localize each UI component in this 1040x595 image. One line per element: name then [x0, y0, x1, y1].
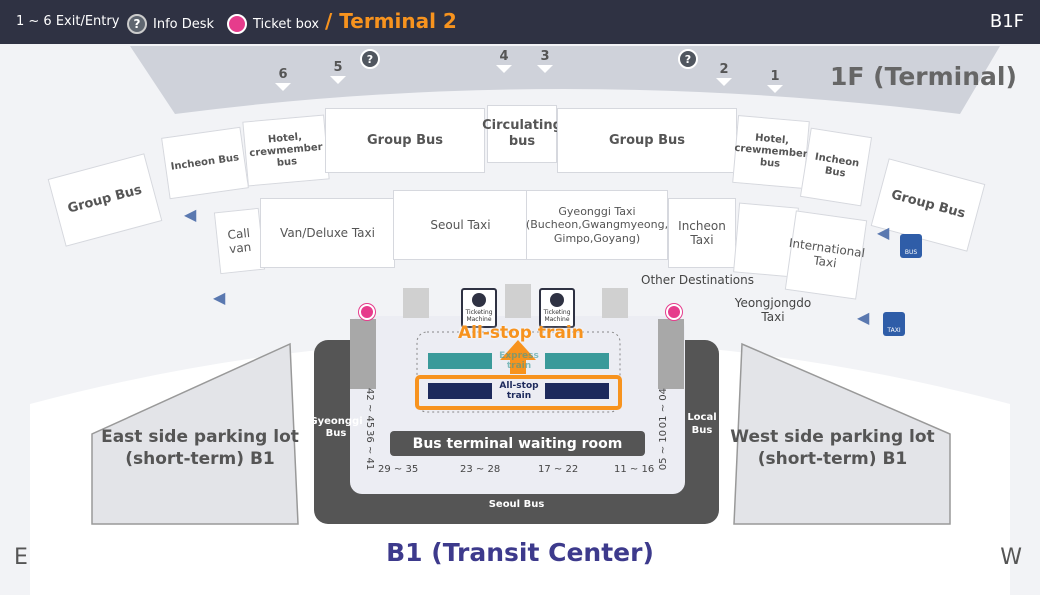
exit-1: 1 — [765, 69, 785, 93]
other-destinations-label: Other Destinations — [641, 273, 754, 287]
exit-4: 4 — [494, 49, 514, 73]
zone-circulating-bus: Circulating bus — [482, 105, 562, 163]
arrow-left-icon: ◀ — [213, 288, 226, 307]
all-stop-train-highlight: All-stop train — [458, 323, 584, 343]
terminal-title: / Terminal 2 — [325, 9, 457, 33]
first-floor-title: 1F (Terminal) — [830, 62, 1017, 91]
seoul-bus-label: Seoul Bus — [488, 499, 545, 510]
zone-international-taxi: International Taxi — [784, 210, 868, 300]
exit-3: 3 — [535, 49, 555, 73]
exit-5: 5 — [328, 60, 348, 84]
west-parking-lot: West side parking lot (short-term) B1 — [730, 427, 935, 470]
gate-17-22: 17 ~ 22 — [538, 464, 579, 475]
zone-group-bus: Group Bus — [557, 108, 737, 173]
info-desk-icon: ? — [127, 14, 147, 34]
gate-36-41: 36 ~ 41 — [364, 430, 375, 471]
express-train-label: Express train — [499, 351, 539, 371]
map-background — [30, 46, 1010, 595]
gate-11-16: 11 ~ 16 — [614, 464, 655, 475]
gate-05-10: 05 ~ 10 — [658, 430, 669, 471]
local-bus-label: Local Bus — [687, 412, 717, 436]
taxi-icon: TAXI — [883, 312, 905, 336]
ticket-box-icon — [666, 304, 682, 320]
zone-group-bus: Group Bus — [325, 108, 485, 173]
compass-west: W — [1000, 545, 1022, 570]
info-desk-icon: ? — [678, 49, 698, 69]
zone-hotel-bus: Hotel, crewmember bus — [732, 114, 810, 190]
legend-ticket: Ticket box — [253, 16, 320, 32]
gate-01-04: 01 ~ 04 — [658, 388, 669, 429]
arrow-icon: ◀ — [857, 308, 870, 327]
b1-title: B1 (Transit Center) — [386, 538, 654, 567]
zone-hotel-bus: Hotel, crewmember bus — [242, 114, 330, 187]
yeongjongdo-taxi-label: Yeongjongdo Taxi — [734, 296, 812, 325]
info-desk-icon: ? — [360, 49, 380, 69]
ticketing-machine: Ticketing Machine — [539, 288, 575, 328]
legend-exit: 1 ~ 6 Exit/Entry — [16, 14, 120, 29]
bus-icon: BUS — [900, 234, 922, 258]
exit-6: 6 — [273, 67, 293, 91]
legend-info: Info Desk — [153, 16, 215, 32]
exit-2: 2 — [714, 62, 734, 86]
zone-call-van: Call van — [213, 207, 266, 275]
zone-incheon-taxi: Incheon Taxi — [668, 198, 736, 268]
header-bar: 1 ~ 6 Exit/Entry ? Info Desk Ticket box /… — [0, 0, 1040, 44]
ticket-box-icon — [359, 304, 375, 320]
gate-23-28: 23 ~ 28 — [460, 464, 501, 475]
zone-gyeonggi-taxi: Gyeonggi Taxi (Bucheon,Gwangmyeong, Gimp… — [526, 190, 668, 260]
zone-seoul-taxi: Seoul Taxi — [393, 190, 528, 260]
waiting-room-label: Bus terminal waiting room — [412, 436, 623, 452]
compass-east: E — [14, 545, 28, 570]
all-stop-train-label: All-stop train — [499, 381, 539, 401]
arrow-left-icon: ◀ — [184, 205, 197, 224]
arrow-icon: ◀ — [877, 223, 890, 242]
gate-42-45: 42 ~ 45 — [364, 388, 375, 429]
gyeonggi-bus-label: Gyeonggi Bus — [309, 416, 363, 439]
gate-29-35: 29 ~ 35 — [378, 464, 419, 475]
zone-incheon-bus: Incheon Bus — [161, 126, 249, 200]
zone-incheon-bus: Incheon Bus — [799, 127, 873, 207]
east-parking-lot: East side parking lot (short-term) B1 — [101, 427, 299, 470]
ticket-box-icon — [227, 14, 247, 34]
floor-label: B1F — [989, 11, 1024, 32]
zone-van-taxi: Van/Deluxe Taxi — [260, 198, 395, 268]
ticketing-machine: Ticketing Machine — [461, 288, 497, 328]
